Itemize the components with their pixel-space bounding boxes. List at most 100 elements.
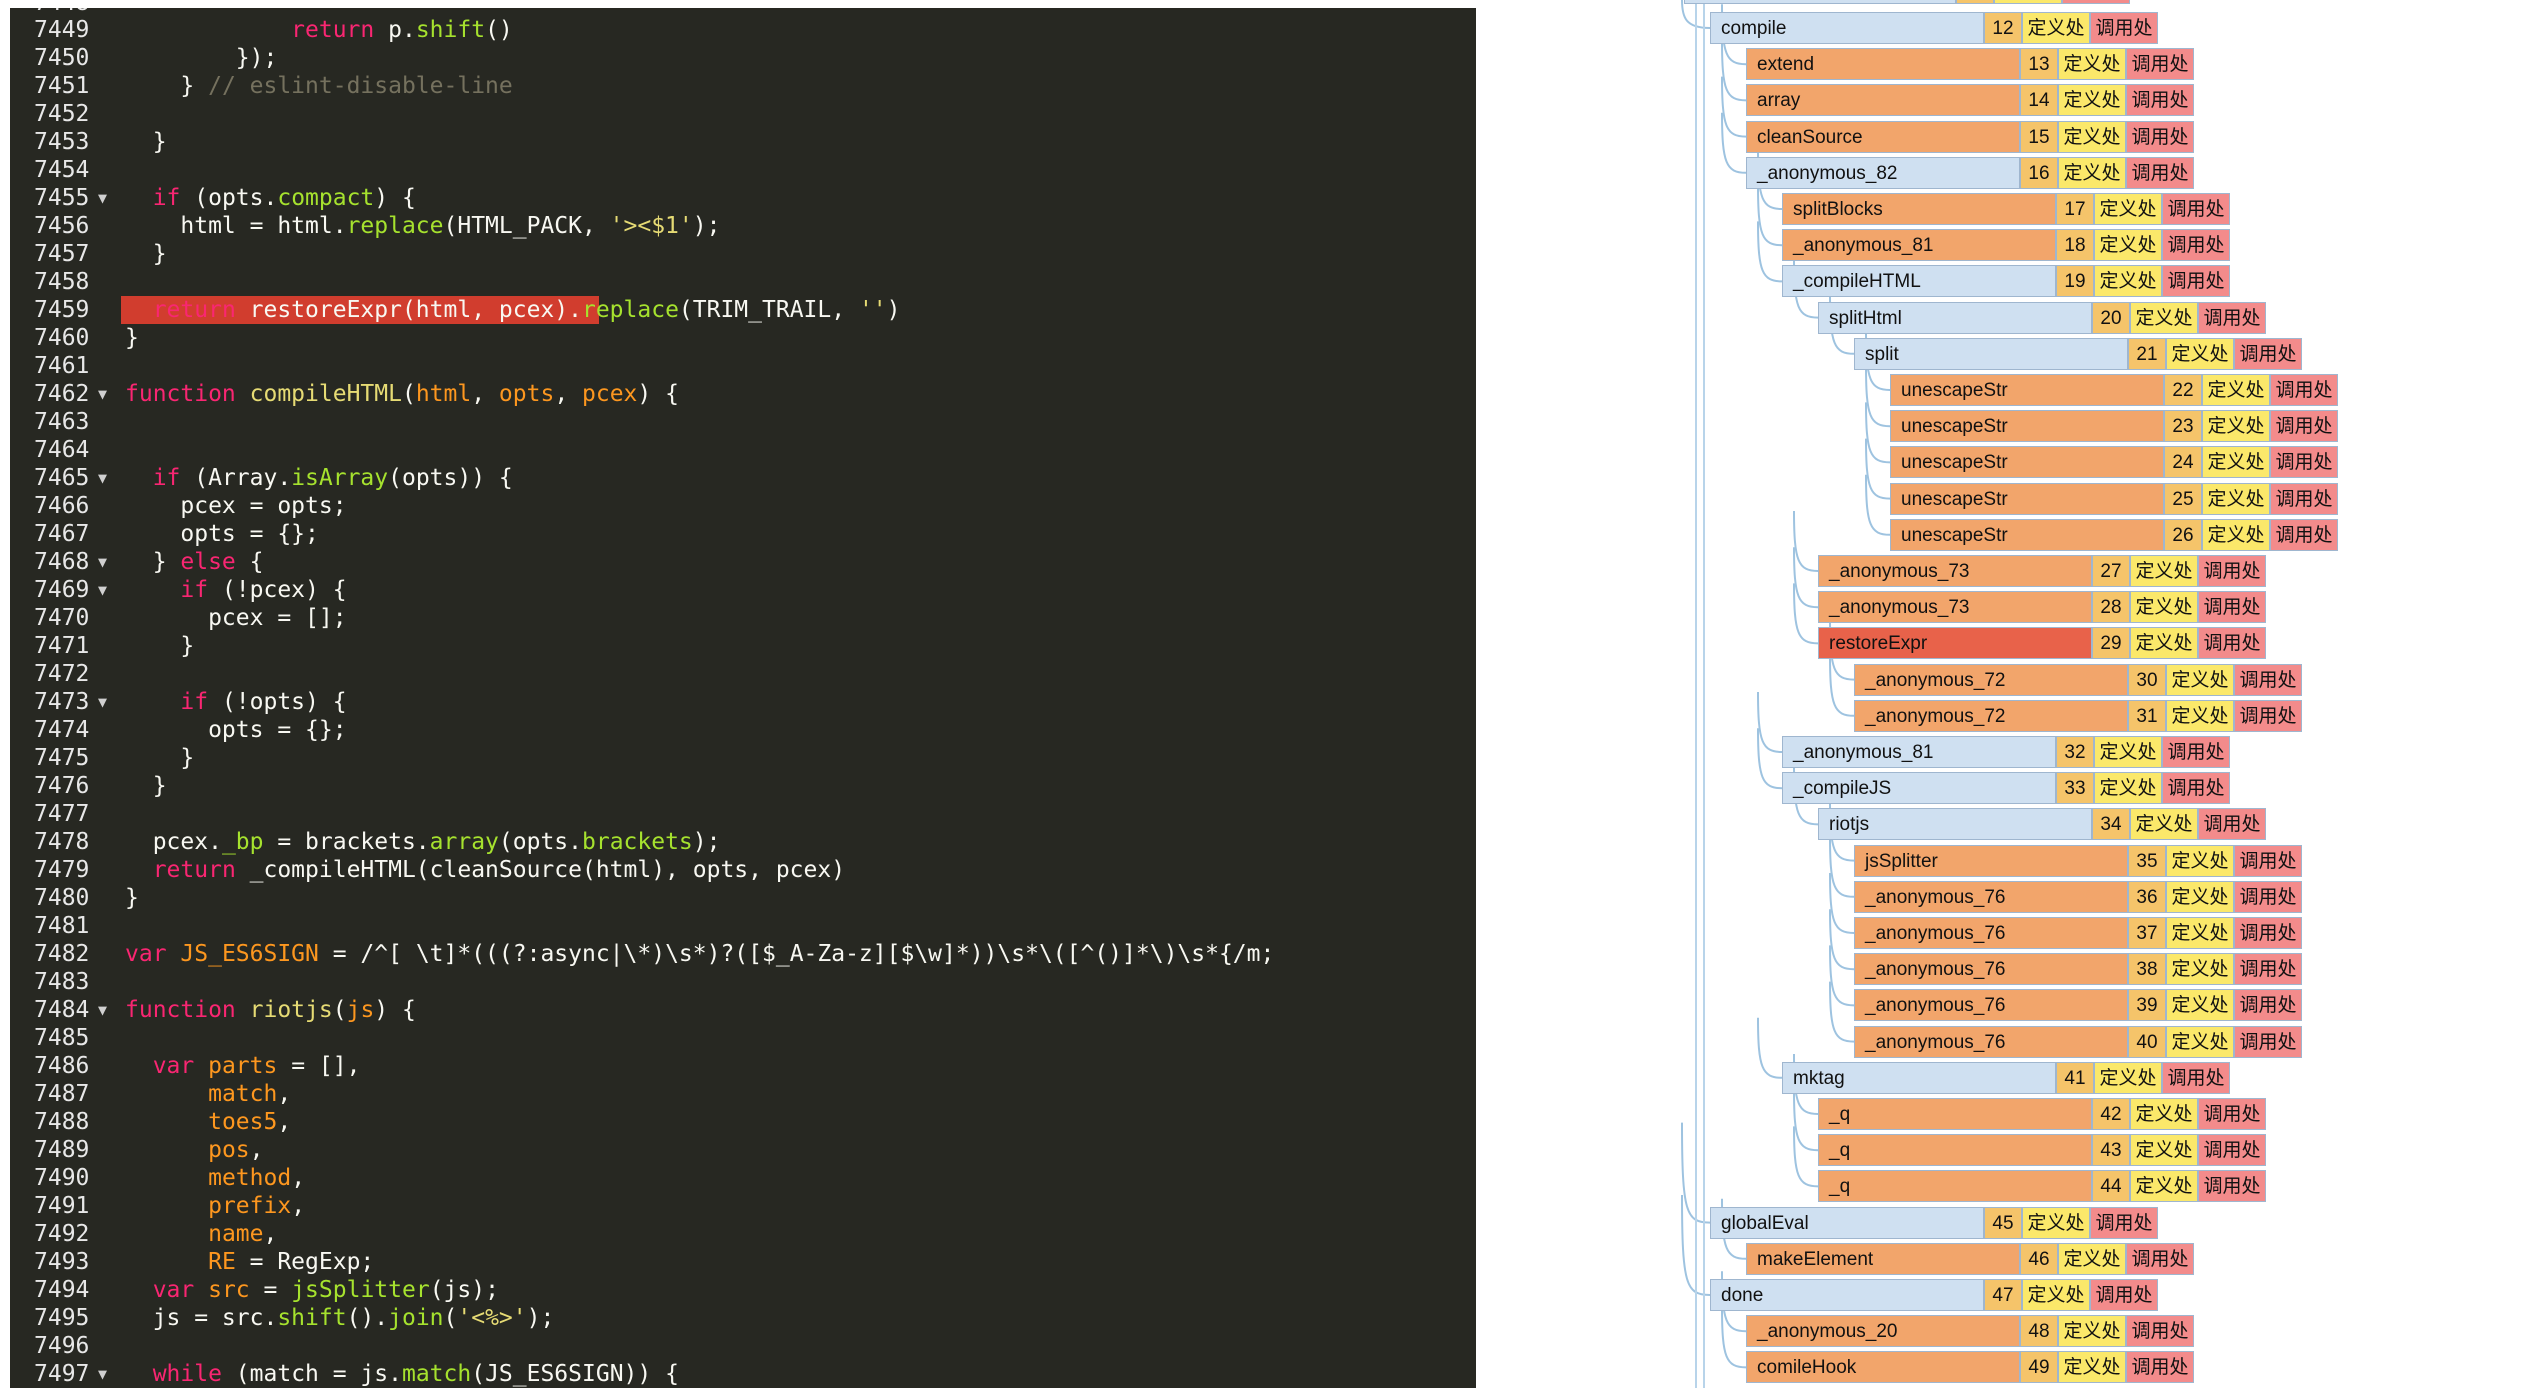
node-name[interactable]: _anonymous_76 [1854, 917, 2128, 949]
definition-button[interactable]: 定义处 [2202, 374, 2270, 406]
callsite-button[interactable]: 调用处 [2090, 1279, 2158, 1311]
callsite-button[interactable]: 调用处 [2270, 518, 2338, 551]
line-number[interactable]: 7485 [34, 1025, 90, 1051]
callsite-button[interactable]: 调用处 [2198, 1098, 2266, 1130]
callsite-button[interactable]: 调用处 [2162, 736, 2230, 768]
line-number[interactable]: 7477 [34, 801, 90, 827]
definition-button[interactable]: 定义处 [2130, 301, 2198, 334]
node-name[interactable]: _compileHTML [1782, 265, 2056, 298]
line-number[interactable]: 7492 [34, 1221, 90, 1247]
callsite-button[interactable]: 调用处 [2126, 1242, 2194, 1275]
line-number[interactable]: 7449 [34, 17, 90, 43]
definition-button[interactable]: 定义处 [2094, 229, 2162, 262]
line-number[interactable]: 7494 [34, 1277, 90, 1303]
node-name[interactable]: _q [1818, 1170, 2092, 1203]
definition-button[interactable]: 定义处 [2166, 699, 2234, 732]
line-number[interactable]: 7462 [34, 381, 90, 407]
node-name[interactable]: _anonymous_72 [1854, 699, 2128, 732]
callsite-button[interactable]: 调用处 [2126, 1351, 2194, 1384]
line-number[interactable]: 7473 [34, 689, 90, 715]
code-editor[interactable]: 7448 7449 return p.shift()7450 });7451 }… [10, 8, 1476, 1388]
line-number[interactable]: 7481 [34, 913, 90, 939]
line-number[interactable]: 7451 [34, 73, 90, 99]
line-number[interactable]: 7467 [34, 521, 90, 547]
definition-button[interactable]: 定义处 [2094, 772, 2162, 805]
definition-button[interactable]: 定义处 [2058, 1315, 2126, 1348]
definition-button[interactable]: 定义处 [2130, 1170, 2198, 1203]
node-name[interactable]: _anonymous_73 [1818, 555, 2092, 587]
line-number[interactable]: 7497 [34, 1361, 90, 1387]
definition-button[interactable]: 定义处 [2130, 1098, 2198, 1130]
callsite-button[interactable]: 调用处 [2162, 1061, 2230, 1094]
callsite-button[interactable]: 调用处 [2126, 156, 2194, 189]
definition-button[interactable]: 定义处 [2094, 265, 2162, 298]
node-name[interactable]: unescapeStr [1890, 482, 2164, 515]
callsite-button[interactable]: 调用处 [2126, 84, 2194, 117]
line-number[interactable]: 7471 [34, 633, 90, 659]
line-number[interactable]: 7469 [34, 577, 90, 603]
definition-button[interactable]: 定义处 [2130, 1134, 2198, 1167]
callsite-button[interactable]: 调用处 [2162, 265, 2230, 298]
fold-arrow-icon[interactable]: ▼ [98, 581, 108, 599]
node-name[interactable]: extend [1746, 48, 2020, 81]
line-number[interactable]: 7495 [34, 1305, 90, 1331]
definition-button[interactable]: 定义处 [2166, 844, 2234, 877]
definition-button[interactable]: 定义处 [2130, 555, 2198, 587]
node-name[interactable]: _anonymous_76 [1854, 989, 2128, 1022]
fold-arrow-icon[interactable]: ▼ [98, 385, 108, 403]
line-number[interactable]: 7459 [34, 297, 90, 323]
callsite-button[interactable]: 调用处 [2090, 1206, 2158, 1239]
definition-button[interactable]: 定义处 [2166, 337, 2234, 370]
node-name[interactable]: _compileJS [1782, 772, 2056, 805]
callsite-button[interactable]: 调用处 [2270, 410, 2338, 443]
definition-button[interactable]: 定义处 [2166, 917, 2234, 949]
definition-button[interactable]: 定义处 [2202, 410, 2270, 443]
fold-arrow-icon[interactable]: ▼ [98, 1001, 108, 1019]
line-number[interactable]: 7457 [34, 241, 90, 267]
node-name[interactable]: jsSplitter [1854, 844, 2128, 877]
line-number[interactable]: 7476 [34, 773, 90, 799]
node-name[interactable]: _anonymous_81 [1782, 229, 2056, 262]
definition-button[interactable]: 定义处 [2166, 989, 2234, 1022]
line-number[interactable]: 7453 [34, 129, 90, 155]
definition-button[interactable]: 定义处 [2130, 591, 2198, 624]
callsite-button[interactable]: 调用处 [2270, 446, 2338, 479]
definition-button[interactable]: 定义处 [2166, 1025, 2234, 1058]
definition-button[interactable]: 定义处 [2130, 627, 2198, 660]
fold-arrow-icon[interactable]: ▼ [98, 553, 108, 571]
line-number[interactable]: 7483 [34, 969, 90, 995]
line-number[interactable]: 7491 [34, 1193, 90, 1219]
line-number[interactable]: 7464 [34, 437, 90, 463]
line-number[interactable]: 7475 [34, 745, 90, 771]
line-number[interactable]: 7450 [34, 45, 90, 71]
definition-button[interactable]: 定义处 [2058, 156, 2126, 189]
definition-button[interactable]: 定义处 [2166, 880, 2234, 913]
line-number[interactable]: 7454 [34, 157, 90, 183]
node-name[interactable]: cleanSource [1746, 120, 2020, 153]
line-number[interactable]: 7486 [34, 1053, 90, 1079]
callsite-button[interactable]: 调用处 [2234, 844, 2302, 877]
definition-button[interactable]: 定义处 [2058, 1351, 2126, 1384]
definition-button[interactable]: 定义处 [2058, 120, 2126, 153]
node-name[interactable]: splitHtml [1818, 301, 2092, 334]
node-name[interactable]: riotjs [1818, 808, 2092, 841]
line-number[interactable]: 7474 [34, 717, 90, 743]
line-number[interactable]: 7493 [34, 1249, 90, 1275]
callsite-button[interactable]: 调用处 [2162, 772, 2230, 805]
callsite-button[interactable]: 调用处 [2234, 663, 2302, 696]
definition-button[interactable]: 定义处 [2022, 1206, 2090, 1239]
node-name[interactable]: comileHook [1746, 1351, 2020, 1384]
node-name[interactable]: _anonymous_76 [1854, 953, 2128, 986]
node-name[interactable]: _anonymous_73 [1818, 591, 2092, 624]
callsite-button[interactable]: 调用处 [2270, 482, 2338, 515]
node-name[interactable]: _anonymous_20 [1746, 1315, 2020, 1348]
callsite-button[interactable]: 调用处 [2126, 120, 2194, 153]
callsite-button[interactable]: 调用处 [2198, 301, 2266, 334]
line-number[interactable]: 7470 [34, 605, 90, 631]
node-name[interactable]: unescapeStr [1890, 518, 2164, 551]
callsite-button[interactable]: 调用处 [2234, 1025, 2302, 1058]
line-number[interactable]: 7465 [34, 465, 90, 491]
callsite-button[interactable]: 调用处 [2234, 337, 2302, 370]
definition-button[interactable]: 定义处 [2166, 953, 2234, 986]
node-name[interactable]: _anonymous_76 [1854, 1025, 2128, 1058]
